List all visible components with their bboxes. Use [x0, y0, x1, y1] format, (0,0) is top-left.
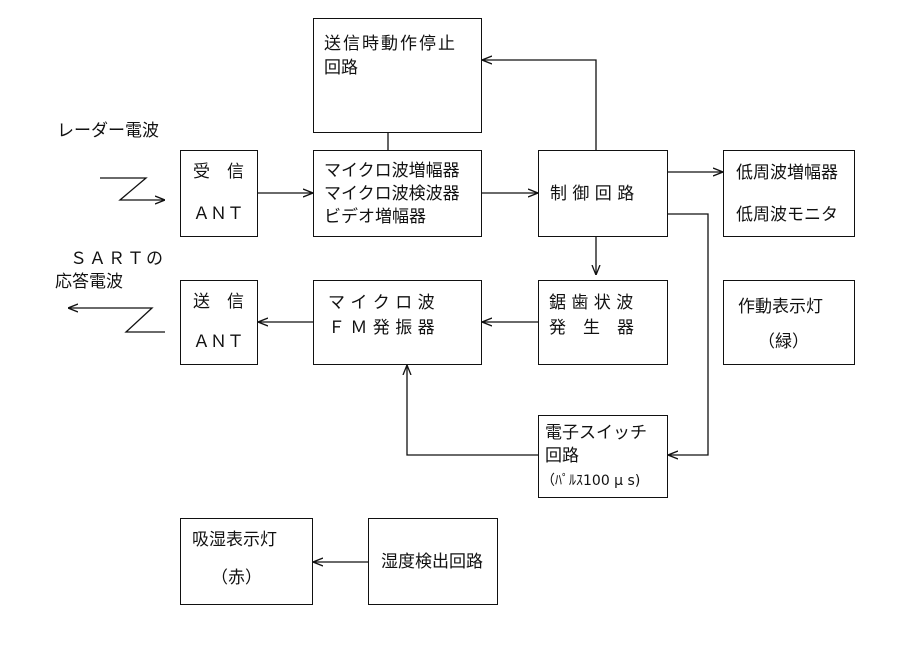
humidity-indicator-lamp-block: 吸湿表示灯 （赤）: [180, 518, 313, 605]
op-lamp-line1: 作動表示灯: [738, 297, 823, 317]
operation-indicator-lamp-block: 作動表示灯 （緑）: [723, 280, 855, 365]
microwave-amp-line2: マイクロ波検波器: [324, 184, 460, 204]
arrow-control-to-switch: [668, 213, 709, 455]
tx-ant-line2: ＡＮＴ: [193, 332, 244, 352]
lf-amp-line1: 低周波増幅器: [736, 163, 838, 183]
rx-antenna-block: 受 信 ＡＮＴ: [180, 150, 258, 237]
humidity-detection-circuit-block: 湿度検出回路: [368, 518, 498, 605]
rx-ant-line2: ＡＮＴ: [193, 204, 244, 224]
sart-wave-symbol: [68, 308, 165, 333]
switch-line3: （ﾊﾟﾙｽ100 μ s): [541, 473, 641, 489]
microwave-amp-line3: ビデオ増幅器: [324, 207, 426, 227]
microwave-amplifier-block: マイクロ波増幅器 マイクロ波検波器 ビデオ増幅器: [313, 150, 482, 237]
op-lamp-line2: （緑）: [758, 332, 809, 352]
tx-stop-line1: 送信時動作停止: [324, 34, 457, 54]
sawtooth-line2: 発 生 器: [549, 318, 634, 338]
lf-amp-line2: 低周波モニタ: [736, 205, 838, 225]
sart-label-line2: 応答電波: [55, 272, 123, 292]
tx-ant-line1: 送 信: [193, 292, 244, 312]
switch-line1: 電子スイッチ: [545, 423, 647, 443]
hum-lamp-line1: 吸湿表示灯: [192, 530, 277, 550]
low-frequency-amplifier-block: 低周波増幅器 低周波モニタ: [723, 150, 855, 237]
hum-detect-line1: 湿度検出回路: [381, 552, 483, 572]
arrow-control-to-txstop: [482, 60, 597, 150]
hum-lamp-line2: （赤）: [211, 568, 262, 588]
sart-label-line1: ＳＡＲＴの: [70, 249, 165, 269]
tx-stop-circuit-block: 送信時動作停止 回路: [313, 18, 482, 133]
rx-ant-line1: 受 信: [193, 162, 244, 182]
radar-wave-symbol: [100, 177, 165, 200]
microwave-amp-line1: マイクロ波増幅器: [324, 161, 460, 181]
sawtooth-generator-block: 鋸 歯 状 波 発 生 器: [538, 280, 668, 365]
microwave-fm-oscillator-block: マ イ ク ロ 波 Ｆ Ｍ 発 振 器: [313, 280, 482, 365]
control-circuit-block: 制 御 回 路: [538, 150, 668, 237]
fm-osc-line2: Ｆ Ｍ 発 振 器: [328, 318, 435, 338]
sawtooth-line1: 鋸 歯 状 波: [549, 293, 634, 313]
tx-antenna-block: 送 信 ＡＮＴ: [180, 280, 258, 365]
switch-line2: 回路: [545, 446, 579, 466]
arrow-switch-to-fmosc: [407, 365, 538, 456]
electronic-switch-circuit-block: 電子スイッチ 回路 （ﾊﾟﾙｽ100 μ s): [538, 415, 668, 498]
control-line1: 制 御 回 路: [550, 184, 635, 204]
fm-osc-line1: マ イ ク ロ 波: [328, 293, 435, 313]
tx-stop-line2: 回路: [324, 58, 358, 78]
radar-wave-label: レーダー電波: [57, 121, 159, 141]
